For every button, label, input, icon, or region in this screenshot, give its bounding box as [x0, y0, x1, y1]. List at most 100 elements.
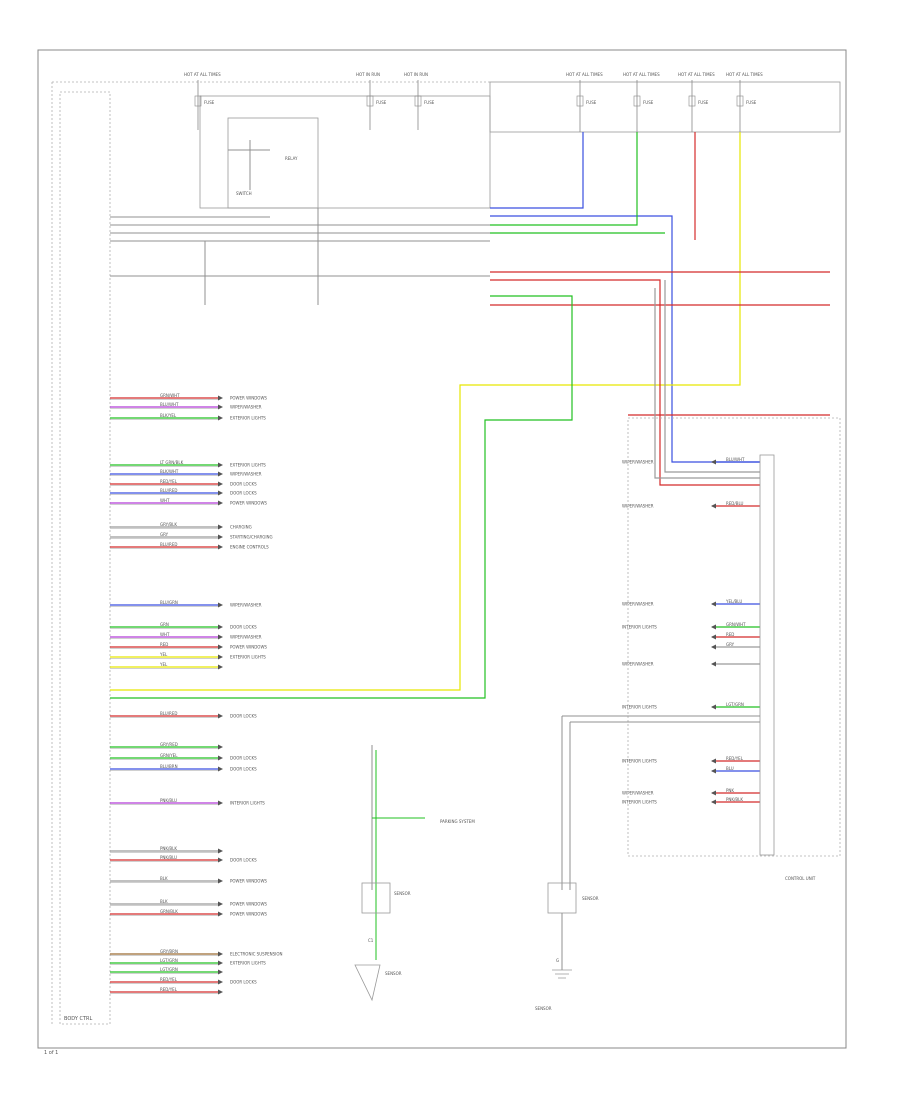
arrow-icon [711, 644, 716, 650]
left-system-label-28: EXTERIOR LIGHTS [230, 961, 266, 966]
component-switch-label: SWITCH [236, 191, 252, 196]
right-system-label-1: WIPER/WASHER [622, 504, 654, 509]
left-wire-code-3: LT GRN/BLK [160, 460, 184, 465]
left-system-label-5: DOOR LOCKS [230, 482, 257, 487]
top-right-fuse-caption-2: HOT AT ALL TIMES [678, 72, 715, 77]
arrow-icon [711, 459, 716, 465]
module-name: BODY CTRL [64, 1016, 93, 1022]
arrow-icon [218, 395, 223, 401]
left-wire-code-6: BLU/RED [160, 488, 177, 493]
fuse-icon [414, 95, 422, 107]
left-system-label-19: DOOR LOCKS [230, 756, 257, 761]
arrow-icon [218, 969, 223, 975]
arrow-icon [218, 500, 223, 506]
arrow-icon [711, 634, 716, 640]
left-wire-code-14: RED [160, 642, 168, 647]
arrow-icon [218, 901, 223, 907]
left-wire-code-28: LGT/GRN [160, 958, 178, 963]
body-module-boundary [59, 91, 111, 1025]
fuse-icon [194, 95, 202, 107]
route-wire-11 [664, 280, 760, 473]
left-system-label-24: POWER WINDOWS [230, 879, 267, 884]
right-wire-code-7: LGT/GRN [726, 702, 744, 707]
fuse-icon [736, 95, 744, 107]
arrow-icon [711, 624, 716, 630]
right-system-label-3: INTERIOR LIGHTS [622, 625, 657, 630]
left-system-label-9: STARTING/CHARGING [230, 535, 273, 540]
left-wire-code-4: BLK/WHT [160, 469, 179, 474]
left-wire-code-1: BLU/WHT [160, 402, 179, 407]
arrow-icon [218, 979, 223, 985]
top-fuse-label-1: FUSE [376, 100, 387, 105]
top-right-fuse-caption-0: HOT AT ALL TIMES [566, 72, 603, 77]
top-right-fuse-label-0: FUSE [586, 100, 597, 105]
arrow-icon [218, 490, 223, 496]
left-wire-code-16: YEL [159, 662, 168, 667]
arrow-icon [711, 503, 716, 509]
right-wire-code-10: PNK [726, 788, 734, 793]
left-wire-code-17: BLU/RED [160, 711, 177, 716]
arrow-icon [218, 644, 223, 650]
arrow-icon [218, 415, 223, 421]
sensor-right-label: SENSOR [582, 896, 599, 901]
left-system-label-11: WIPER/WASHER [230, 603, 262, 608]
left-system-label-30: DOOR LOCKS [230, 980, 257, 985]
arrow-icon [711, 601, 716, 607]
left-wire-code-15: YEL [159, 652, 168, 657]
top-relay-box [199, 95, 491, 209]
left-system-label-12: DOOR LOCKS [230, 625, 257, 630]
right-system-label-8: INTERIOR LIGHTS [622, 759, 657, 764]
fuse-icon [688, 95, 696, 107]
left-system-label-13: WIPER/WASHER [230, 635, 262, 640]
component-relay-label: RELAY [285, 156, 298, 161]
route-wire-7 [490, 279, 760, 486]
right-system-rows: BLU/WHTWIPER/WASHERRED/BLUWIPER/WASHERYE… [622, 457, 760, 805]
right-control-unit-label: CONTROL UNIT [785, 876, 816, 881]
left-system-label-27: ELECTRONIC SUSPENSION [230, 952, 282, 957]
top-fuse-caption-1: HOT IN RUN [356, 72, 380, 77]
sensor-right-assembly [547, 715, 760, 979]
route-wire-1 [490, 215, 760, 463]
arrow-icon [218, 766, 223, 772]
left-wire-code-19: GRN/YEL [160, 753, 178, 758]
left-wire-code-13: WHT [160, 632, 170, 637]
arrow-icon [218, 634, 223, 640]
left-wire-code-10: BLU/RED [160, 542, 177, 547]
top-fuse-label-0: FUSE [204, 100, 215, 105]
right-wire-code-11: PNK/BLK [726, 797, 743, 802]
left-system-label-15: EXTERIOR LIGHTS [230, 655, 266, 660]
arrow-icon [218, 848, 223, 854]
arrow-icon [711, 758, 716, 764]
route-wire-0 [490, 132, 584, 209]
right-system-label-10: WIPER/WASHER [622, 791, 654, 796]
fuse-box-right [489, 81, 841, 133]
left-system-label-20: DOOR LOCKS [230, 767, 257, 772]
sensor-left-assembly [354, 745, 425, 1002]
sensor-left-label: SENSOR [394, 891, 411, 896]
top-fuse-label-2: FUSE [424, 100, 435, 105]
arrow-icon [218, 713, 223, 719]
right-system-label-0: WIPER/WASHER [622, 460, 654, 465]
left-system-label-26: POWER WINDOWS [230, 912, 267, 917]
fuse-icon [366, 95, 374, 107]
fuse-icon [576, 95, 584, 107]
left-system-label-17: DOOR LOCKS [230, 714, 257, 719]
arrow-icon [218, 744, 223, 750]
left-system-label-25: POWER WINDOWS [230, 902, 267, 907]
left-wire-code-5: RED/YEL [160, 479, 178, 484]
right-control-unit-box [627, 417, 841, 857]
arrow-icon [218, 664, 223, 670]
right-wire-code-2: YEL/BLU [725, 599, 742, 604]
left-wire-code-22: PNK/BLK [160, 846, 177, 851]
right-wire-code-9: BLU [726, 766, 734, 771]
route-wire-9 [110, 295, 573, 699]
outer-frame [37, 49, 847, 1049]
top-right-fuse-label-3: FUSE [746, 100, 757, 105]
ground-label: G [556, 958, 559, 963]
fuse-icon [633, 95, 641, 107]
arrow-icon [218, 800, 223, 806]
mid-system-callout: PARKING SYSTEM [440, 819, 475, 824]
top-right-fuse-caption-3: HOT AT ALL TIMES [726, 72, 763, 77]
